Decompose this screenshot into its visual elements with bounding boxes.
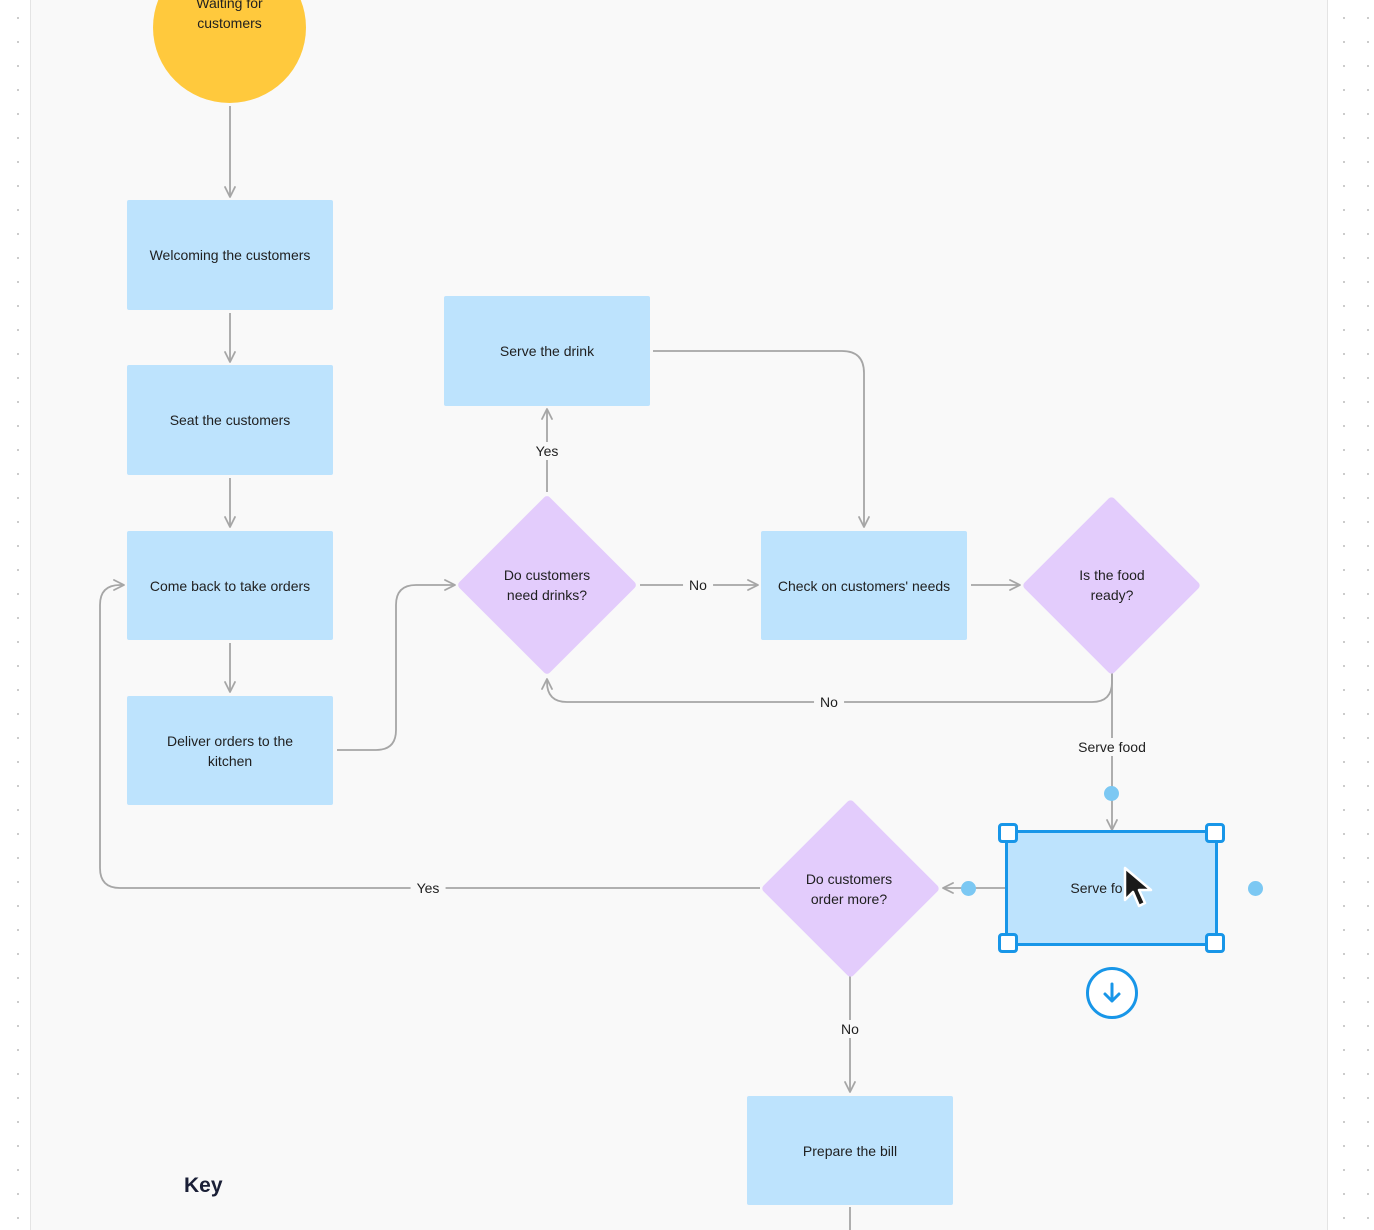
node-seat-customers[interactable]: Seat the customers [127, 365, 333, 475]
connection-point-right[interactable] [1248, 881, 1263, 896]
node-check-needs[interactable]: Check on customers' needs [761, 531, 967, 640]
node-order-more-label[interactable]: Do customers order more? [796, 855, 902, 923]
node-serve-food-selected[interactable]: Serve fo [1005, 830, 1218, 946]
canvas-dot-grid-right [1326, 0, 1374, 1230]
resize-handle-bottom-left[interactable] [998, 933, 1018, 953]
edge-label-yes-drinks[interactable]: Yes [529, 442, 565, 460]
node-serve-drink[interactable]: Serve the drink [444, 296, 650, 406]
node-check-needs-label: Check on customers' needs [777, 577, 951, 594]
node-food-ready-text: Is the food ready? [1079, 566, 1145, 604]
node-deliver-label: Deliver orders to the kitchen [166, 732, 294, 769]
resize-handle-top-right[interactable] [1205, 823, 1225, 843]
node-serve-food-label: Serve fo [1070, 880, 1123, 896]
resize-handle-bottom-right[interactable] [1205, 933, 1225, 953]
edge-label-serve-food[interactable]: Serve food [1072, 738, 1152, 756]
edge-serve-drink-check [653, 350, 870, 528]
edge-label-no-order-more[interactable]: No [835, 1020, 865, 1038]
node-need-drinks-text: Do customers need drinks? [503, 566, 591, 604]
node-welcoming-customers[interactable]: Welcoming the customers [127, 200, 333, 310]
add-connected-shape-button[interactable] [1086, 967, 1138, 1019]
node-waiting-label: Waiting for customers [196, 0, 263, 31]
node-take-orders[interactable]: Come back to take orders [127, 531, 333, 640]
node-serve-drink-label: Serve the drink [499, 343, 595, 359]
arrow-down-circle-icon [1103, 982, 1121, 1003]
node-deliver-orders[interactable]: Deliver orders to the kitchen [127, 696, 333, 805]
node-order-more-text: Do customers order more? [805, 870, 893, 908]
node-prepare-bill-label: Prepare the bill [802, 1142, 898, 1159]
connection-point-left[interactable] [961, 881, 976, 896]
node-take-orders-label: Come back to take orders [149, 577, 311, 594]
node-need-drinks-label[interactable]: Do customers need drinks? [498, 535, 596, 635]
key-title: Key [184, 1174, 223, 1197]
node-seat-label: Seat the customers [169, 412, 291, 428]
edge-label-yes-order-more[interactable]: Yes [410, 879, 446, 897]
resize-handle-top-left[interactable] [998, 823, 1018, 843]
edge-order-more-take-orders [99, 579, 760, 889]
connection-point-top[interactable] [1104, 786, 1119, 801]
edge-label-no-drinks[interactable]: No [683, 576, 713, 594]
edge-label-no-food-ready[interactable]: No [814, 693, 844, 711]
node-food-ready-label[interactable]: Is the food ready? [1062, 555, 1162, 615]
canvas-dot-grid-left [0, 0, 30, 1230]
mouse-pointer-icon [1123, 866, 1153, 908]
edge-deliver-need-drinks [337, 579, 456, 751]
node-welcoming-label: Welcoming the customers [149, 247, 311, 263]
node-prepare-bill[interactable]: Prepare the bill [747, 1096, 953, 1205]
